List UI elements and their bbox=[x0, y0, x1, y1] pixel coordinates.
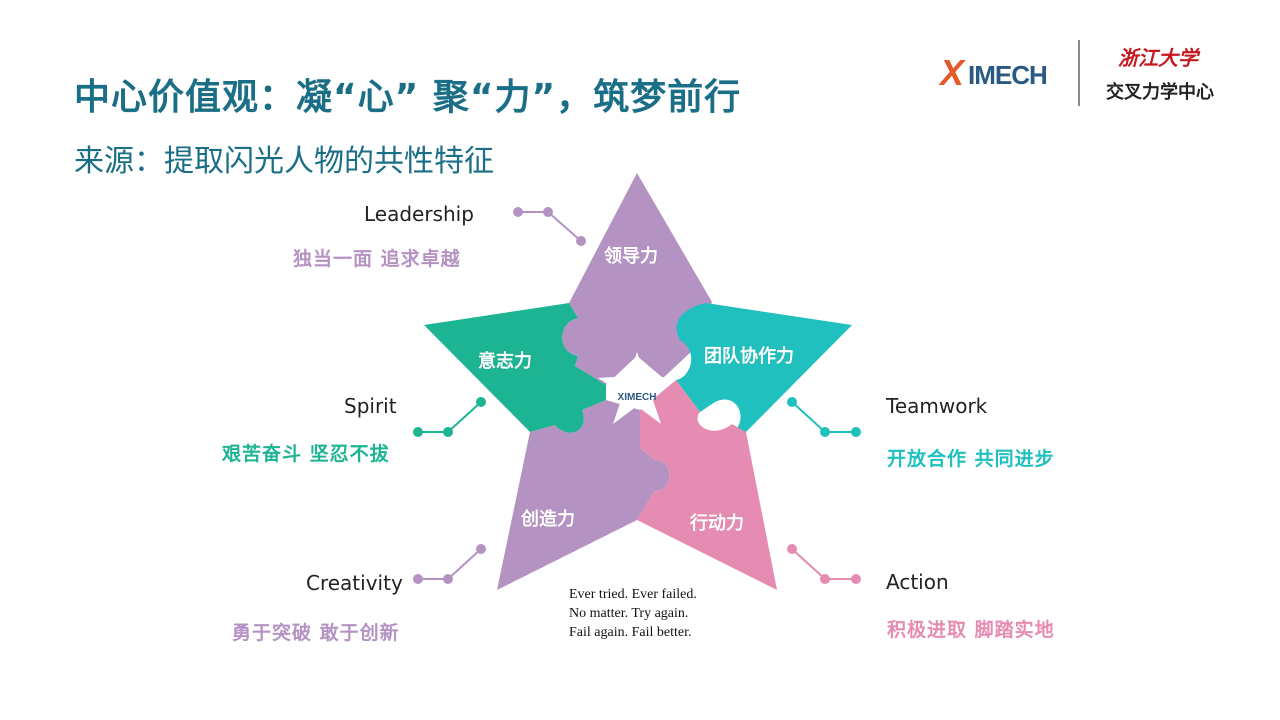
value-en-leadership: Leadership bbox=[364, 202, 474, 226]
ximech-logo-text: IMECH bbox=[968, 60, 1048, 90]
star-piece-teamwork bbox=[676, 303, 852, 432]
center-star bbox=[598, 352, 676, 424]
center-star-logo: XIMECH bbox=[618, 392, 657, 403]
page-title: 中心价值观：凝“心” 聚“力”，筑梦前行 bbox=[74, 77, 742, 118]
value-en-spirit: Spirit bbox=[344, 394, 397, 418]
connector-leadership bbox=[513, 207, 586, 246]
piece-label-creativity: 创造力 bbox=[521, 509, 575, 530]
quote-block: Ever tried. Ever failed. No matter. Try … bbox=[569, 585, 697, 642]
value-cn-creativity: 勇于突破 敢于创新 bbox=[232, 622, 400, 644]
quote-line: No matter. Try again. bbox=[569, 606, 689, 621]
logo-area: X IMECH 浙江大学 交叉力学中心 bbox=[940, 38, 1240, 110]
piece-label-teamwork: 团队协作力 bbox=[704, 346, 794, 367]
value-en-creativity: Creativity bbox=[306, 571, 403, 595]
zju-logo: 浙江大学 bbox=[1118, 46, 1198, 70]
connector-teamwork bbox=[787, 397, 861, 437]
piece-label-action: 行动力 bbox=[690, 513, 744, 534]
piece-label-leadership: 领导力 bbox=[604, 246, 658, 267]
page-subtitle: 来源：提取闪光人物的共性特征 bbox=[74, 144, 494, 179]
star-piece-action bbox=[637, 380, 777, 590]
value-en-teamwork: Teamwork bbox=[886, 394, 988, 418]
star-piece-creativity bbox=[497, 400, 670, 590]
value-cn-action: 积极进取 脚踏实地 bbox=[887, 619, 1055, 641]
value-en-action: Action bbox=[886, 570, 949, 594]
star-piece-leadership bbox=[562, 173, 712, 385]
ximech-logo-x: X bbox=[940, 52, 965, 93]
value-cn-leadership: 独当一面 追求卓越 bbox=[293, 248, 461, 270]
logo-divider bbox=[1078, 40, 1080, 106]
quote-line: Fail again. Fail better. bbox=[569, 625, 692, 640]
connector-creativity bbox=[413, 544, 486, 584]
piece-label-spirit: 意志力 bbox=[478, 351, 532, 372]
star-piece-spirit bbox=[424, 303, 606, 433]
center-name: 交叉力学中心 bbox=[1106, 82, 1214, 103]
connector-spirit bbox=[413, 397, 486, 437]
value-cn-teamwork: 开放合作 共同进步 bbox=[887, 448, 1055, 470]
value-cn-spirit: 艰苦奋斗 坚忍不拔 bbox=[222, 443, 390, 465]
connector-action bbox=[787, 544, 861, 584]
quote-line: Ever tried. Ever failed. bbox=[569, 587, 697, 602]
